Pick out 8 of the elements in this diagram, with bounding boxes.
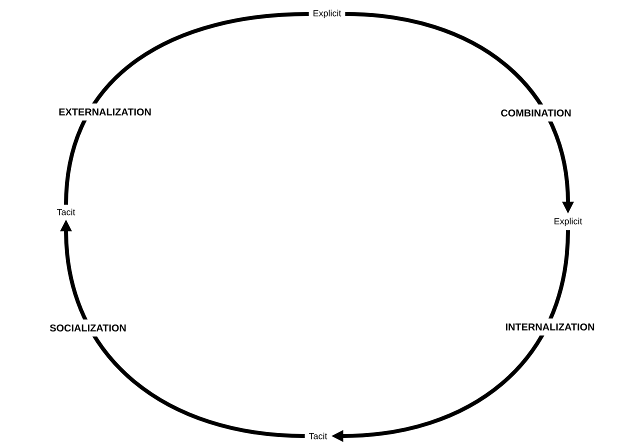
- edge-label: EXTERNALIZATION: [54, 103, 156, 121]
- pole-label: Tacit: [309, 432, 328, 440]
- edge-label: INTERNALIZATION: [500, 318, 600, 336]
- edge-label: SOCIALIZATION: [44, 319, 132, 336]
- edge-label: COMBINATION: [496, 104, 576, 122]
- pole-label: Tacit: [57, 208, 76, 216]
- pole-label: Explicit: [554, 218, 582, 226]
- pole-label: Explicit: [314, 10, 342, 18]
